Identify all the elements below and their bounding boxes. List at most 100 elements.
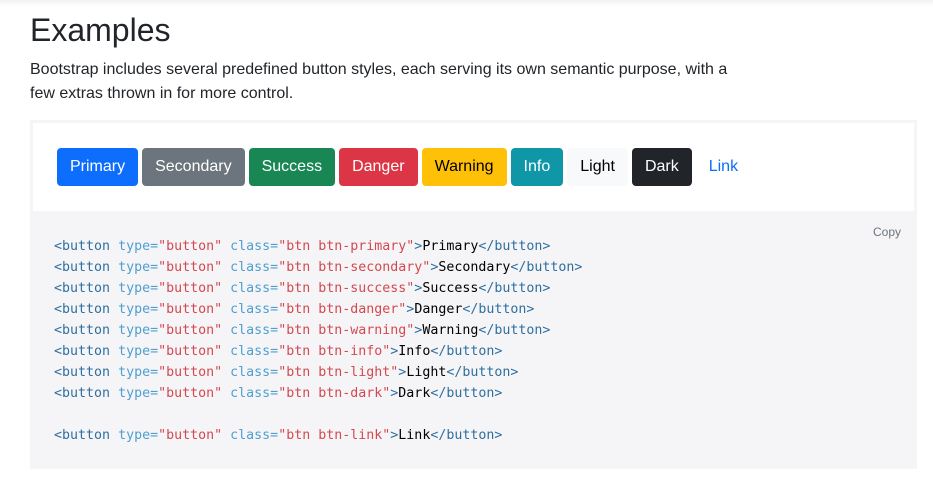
code-attr-class-value: "btn btn-success" <box>278 281 415 296</box>
code-line: <button type="button" class="btn btn-dar… <box>54 383 582 404</box>
code-line: <button type="button" class="btn btn-inf… <box>54 341 582 362</box>
code-snippet: Copy <button type="button" class="btn bt… <box>30 211 917 469</box>
code-attr-type-value: "button" <box>158 260 223 275</box>
code-attr-type-value: "button" <box>158 281 223 296</box>
section-description: Bootstrap includes several predefined bu… <box>30 61 728 102</box>
link-button[interactable]: Link <box>696 148 751 186</box>
code-tag-close: </button> <box>430 344 503 359</box>
code-line: <button type="button" class="btn btn-sec… <box>54 257 582 278</box>
code-attr-class: class= <box>230 386 279 401</box>
code-inner-text: Primary <box>422 239 479 254</box>
code-tag-open: <button <box>54 365 111 380</box>
code-tag-open: <button <box>54 428 111 443</box>
code-attr-type: type= <box>118 323 159 338</box>
dark-button[interactable]: Dark <box>631 148 692 186</box>
code-attr-type: type= <box>118 428 159 443</box>
code-attr-type: type= <box>118 260 159 275</box>
page-title: Examples <box>30 12 171 48</box>
code-attr-class: class= <box>230 302 279 317</box>
code-tag-end: > <box>390 344 399 359</box>
code-attr-type: type= <box>118 386 159 401</box>
code-attr-class: class= <box>230 365 279 380</box>
code-attr-class: class= <box>230 344 279 359</box>
code-tag-open: <button <box>54 344 111 359</box>
code-line: <button type="button" class="btn btn-dan… <box>54 299 582 320</box>
top-shadow <box>0 0 933 6</box>
code-attr-class-value: "btn btn-secondary" <box>278 260 431 275</box>
code-line <box>54 404 582 425</box>
code-tag-close: </button> <box>478 323 551 338</box>
code-attr-class-value: "btn btn-info" <box>278 344 391 359</box>
code-attr-type-value: "button" <box>158 428 223 443</box>
code-block: <button type="button" class="btn btn-pri… <box>54 236 582 446</box>
copy-button[interactable]: Copy <box>872 225 901 239</box>
code-tag-end: > <box>430 260 439 275</box>
code-attr-type-value: "button" <box>158 344 223 359</box>
code-attr-type: type= <box>118 344 159 359</box>
code-tag-end: > <box>406 302 415 317</box>
info-button[interactable]: Info <box>510 148 564 186</box>
code-attr-class: class= <box>230 428 279 443</box>
code-tag-close: </button> <box>446 365 519 380</box>
code-tag-close: </button> <box>510 260 583 275</box>
code-tag-end: > <box>390 428 399 443</box>
code-attr-class-value: "btn btn-dark" <box>278 386 391 401</box>
code-tag-end: > <box>414 239 423 254</box>
code-inner-text: Warning <box>422 323 479 338</box>
code-attr-class: class= <box>230 260 279 275</box>
code-tag-end: > <box>398 365 407 380</box>
code-inner-text: Dark <box>398 386 431 401</box>
code-tag-end: > <box>414 281 423 296</box>
code-tag-open: <button <box>54 386 111 401</box>
secondary-button[interactable]: Secondary <box>142 148 245 186</box>
code-attr-type-value: "button" <box>158 323 223 338</box>
code-line: <button type="button" class="btn btn-lig… <box>54 362 582 383</box>
code-attr-type: type= <box>118 302 159 317</box>
primary-button[interactable]: Primary <box>57 148 139 186</box>
code-attr-type-value: "button" <box>158 365 223 380</box>
code-attr-type: type= <box>118 365 159 380</box>
code-attr-type-value: "button" <box>158 239 223 254</box>
code-inner-text: Secondary <box>438 260 511 275</box>
code-inner-text: Danger <box>414 302 463 317</box>
code-attr-class-value: "btn btn-link" <box>278 428 391 443</box>
code-attr-class: class= <box>230 281 279 296</box>
code-attr-type: type= <box>118 239 159 254</box>
code-tag-open: <button <box>54 260 111 275</box>
code-line: <button type="button" class="btn btn-pri… <box>54 236 582 257</box>
code-inner-text: Info <box>398 344 431 359</box>
code-tag-close: </button> <box>430 428 503 443</box>
code-attr-class-value: "btn btn-light" <box>278 365 399 380</box>
code-tag-close: </button> <box>462 302 535 317</box>
code-tag-end: > <box>390 386 399 401</box>
code-attr-class: class= <box>230 323 279 338</box>
code-inner-text: Success <box>422 281 479 296</box>
code-tag-open: <button <box>54 302 111 317</box>
code-tag-close: </button> <box>430 386 503 401</box>
code-inner-text: Link <box>398 428 431 443</box>
code-tag-open: <button <box>54 281 111 296</box>
code-attr-class-value: "btn btn-warning" <box>278 323 415 338</box>
code-tag-open: <button <box>54 323 111 338</box>
code-line: <button type="button" class="btn btn-suc… <box>54 278 582 299</box>
code-attr-class: class= <box>230 239 279 254</box>
success-button[interactable]: Success <box>248 148 336 186</box>
code-attr-class-value: "btn btn-primary" <box>278 239 415 254</box>
code-attr-type-value: "button" <box>158 386 223 401</box>
light-button[interactable]: Light <box>567 148 628 186</box>
code-tag-end: > <box>414 323 423 338</box>
warning-button[interactable]: Warning <box>421 148 507 186</box>
code-attr-type: type= <box>118 281 159 296</box>
code-line: <button type="button" class="btn btn-war… <box>54 320 582 341</box>
code-inner-text: Light <box>406 365 447 380</box>
code-line: <button type="button" class="btn btn-lin… <box>54 425 582 446</box>
code-tag-close: </button> <box>478 239 551 254</box>
code-tag-open: <button <box>54 239 111 254</box>
code-attr-type-value: "button" <box>158 302 223 317</box>
danger-button[interactable]: Danger <box>339 148 418 186</box>
code-tag-close: </button> <box>478 281 551 296</box>
code-attr-class-value: "btn btn-danger" <box>278 302 407 317</box>
